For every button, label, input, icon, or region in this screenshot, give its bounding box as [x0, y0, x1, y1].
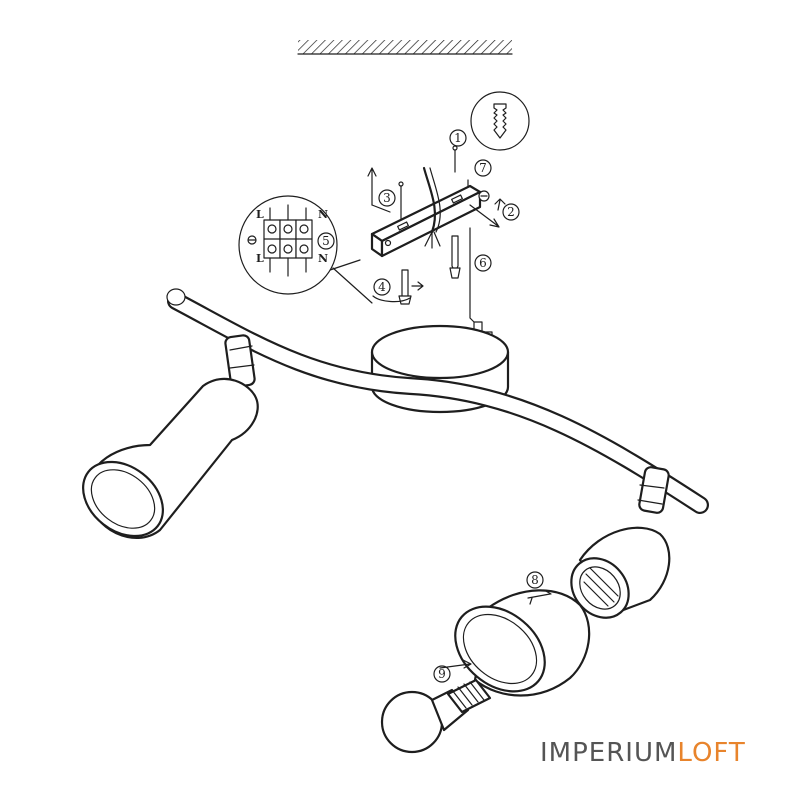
step-5-label: 5 [322, 234, 330, 248]
arrows-8-9 [439, 589, 552, 669]
step-4-callout: 4 [373, 278, 391, 296]
step-1-callout: 1 [449, 129, 467, 147]
step-9-callout: 9 [433, 665, 451, 683]
terminal-label-bottom-right: N [318, 252, 328, 265]
step-8-label: 8 [531, 573, 539, 587]
step-7-callout: 7 [474, 159, 492, 177]
step-1-label: 1 [454, 131, 462, 145]
watermark-part2: LOFT [677, 738, 745, 768]
light-bulb [380, 678, 492, 754]
left-spotlight [82, 334, 259, 540]
step-5-callout: 5 [317, 232, 335, 250]
step-6-callout: 6 [474, 254, 492, 272]
step-2-callout: 2 [502, 203, 520, 221]
step-3-callout: 3 [378, 189, 396, 207]
right-socket [570, 466, 671, 619]
terminal-block-detail: L N L N [238, 195, 373, 304]
watermark: IMPERIUMLOFT [540, 738, 746, 768]
terminal-label-top-right: N [318, 208, 328, 221]
watermark-part1: IMPERIUM [540, 738, 677, 768]
right-shade [454, 589, 591, 697]
assembly-arrows [329, 167, 506, 339]
step-2-label: 2 [507, 205, 515, 219]
step-callouts: 1 2 3 4 5 6 7 8 [317, 129, 544, 683]
screws [398, 145, 490, 305]
step-9-label: 9 [438, 667, 446, 681]
step-8-callout: 8 [526, 571, 544, 589]
mounting-bracket [370, 179, 482, 258]
terminal-label-top-left: L [256, 208, 264, 221]
step-6-label: 6 [479, 256, 487, 270]
step-7-label: 7 [479, 161, 487, 175]
ceiling-hatch [297, 40, 513, 55]
wires [422, 166, 441, 249]
step-4-label: 4 [378, 280, 386, 294]
step-3-label: 3 [383, 191, 391, 205]
wall-plug [470, 91, 530, 151]
terminal-label-bottom-left: L [256, 252, 264, 265]
